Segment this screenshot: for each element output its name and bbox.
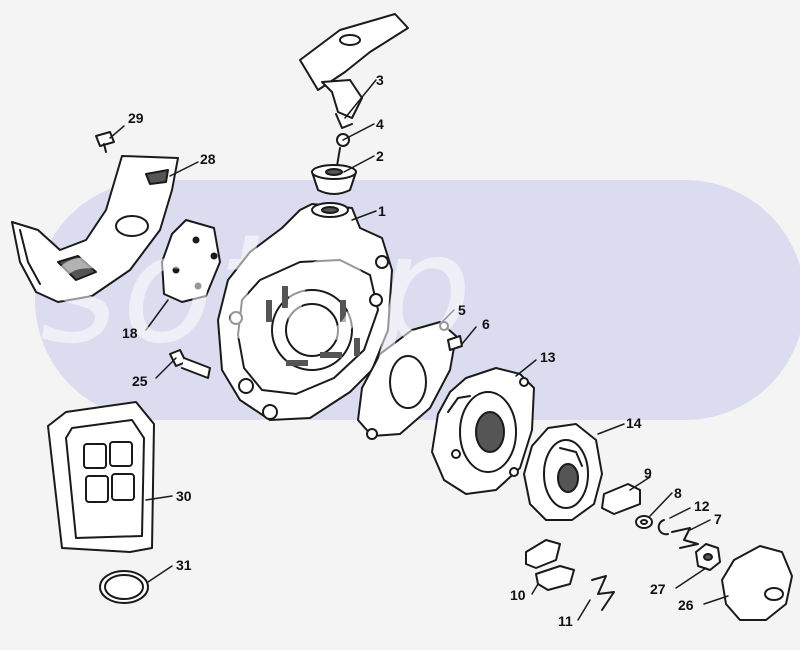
- pawl-10-part: [525, 539, 575, 591]
- spring-clip-7-part: [671, 527, 699, 549]
- callout-6: 6: [482, 316, 490, 332]
- callout-10: 10: [510, 587, 526, 603]
- washer-8-part: [635, 515, 653, 529]
- callout-26: 26: [678, 597, 694, 613]
- callout-1: 1: [378, 203, 386, 219]
- rope-rotor-part: [431, 367, 535, 495]
- callout-12: 12: [694, 498, 710, 514]
- leader-lines: [109, 79, 729, 621]
- cap-26-part: [721, 545, 793, 621]
- cover-part: [11, 155, 179, 303]
- callout-3: 3: [376, 72, 384, 88]
- o-ring-part: [99, 570, 149, 604]
- spring-cover-part: [357, 321, 457, 440]
- callout-27: 27: [650, 581, 666, 597]
- nut-27-part: [695, 543, 721, 571]
- pawl-9-part: [601, 483, 641, 515]
- bolt-25-part: [169, 349, 211, 379]
- callout-5: 5: [458, 302, 466, 318]
- callout-8: 8: [674, 485, 682, 501]
- gasket-part: [161, 219, 221, 303]
- callout-31: 31: [176, 557, 192, 573]
- starter-handle-part: [299, 13, 409, 129]
- circlip-12-part: [657, 519, 669, 536]
- callout-2: 2: [376, 148, 384, 164]
- callout-4: 4: [376, 116, 384, 132]
- rope-guide-part: [311, 164, 357, 195]
- watermark: sotop: [40, 203, 476, 377]
- spring-11-part: [591, 575, 615, 611]
- callout-7: 7: [714, 511, 722, 527]
- pawl-carrier-part: [523, 423, 603, 521]
- air-filter-part: [47, 401, 155, 553]
- callout-13: 13: [540, 349, 556, 365]
- callout-29: 29: [128, 110, 144, 126]
- callout-25: 25: [132, 373, 148, 389]
- callout-11: 11: [558, 613, 573, 629]
- fan-housing-part: [217, 202, 393, 421]
- screw-6-part: [447, 335, 463, 351]
- callout-14: 14: [626, 415, 642, 431]
- screw-29-part: [95, 131, 115, 153]
- callout-9: 9: [644, 465, 652, 481]
- callout-30: 30: [176, 488, 192, 504]
- callout-18: 18: [122, 325, 138, 341]
- callout-28: 28: [200, 151, 216, 167]
